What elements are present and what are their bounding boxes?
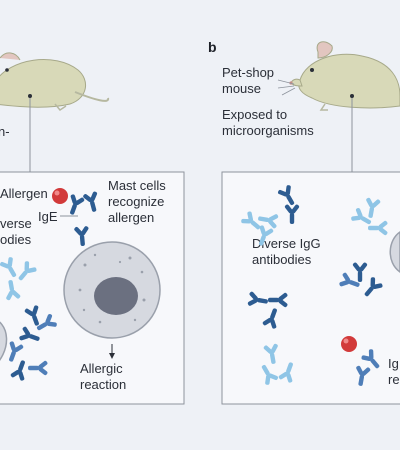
partial-cell-a [0,321,8,361]
exposed-label-2: microorganisms [222,123,314,138]
antigen-particle [341,336,357,352]
allergic-label-1: Allergic [80,361,123,376]
panel-b-cut-label-2: re [388,372,400,387]
allergen-particle [52,188,68,204]
diverse-label-2: odies [0,232,32,247]
lab-mouse-illustration [0,52,110,111]
allergen-label: Allergen [0,186,48,201]
panel-b-letter: b [208,39,217,55]
panel-a-cut-label: n- [0,124,10,139]
mast-cells-label-2: recognize [108,194,164,209]
mast-cell [63,241,161,339]
mouse-a-pointer-dot [28,94,32,98]
pet-shop-label-1: Pet-shop [222,65,274,80]
mast-cells-label-1: Mast cells [108,178,166,193]
diverse-igg-label-2: antibodies [252,252,312,267]
diverse-label-1: verse [0,216,32,231]
mouse-b-pointer-dot [350,94,354,98]
pet-shop-mouse-illustration [277,41,400,111]
allergic-label-2: reaction [80,377,126,392]
exposed-label-1: Exposed to [222,107,287,122]
panel-b-cut-label-1: Ig [388,356,399,371]
ige-label: IgE [38,209,58,224]
mast-cells-label-3: allergen [108,210,154,225]
diverse-igg-label-1: Diverse IgG [252,236,321,251]
pet-shop-label-2: mouse [222,81,261,96]
